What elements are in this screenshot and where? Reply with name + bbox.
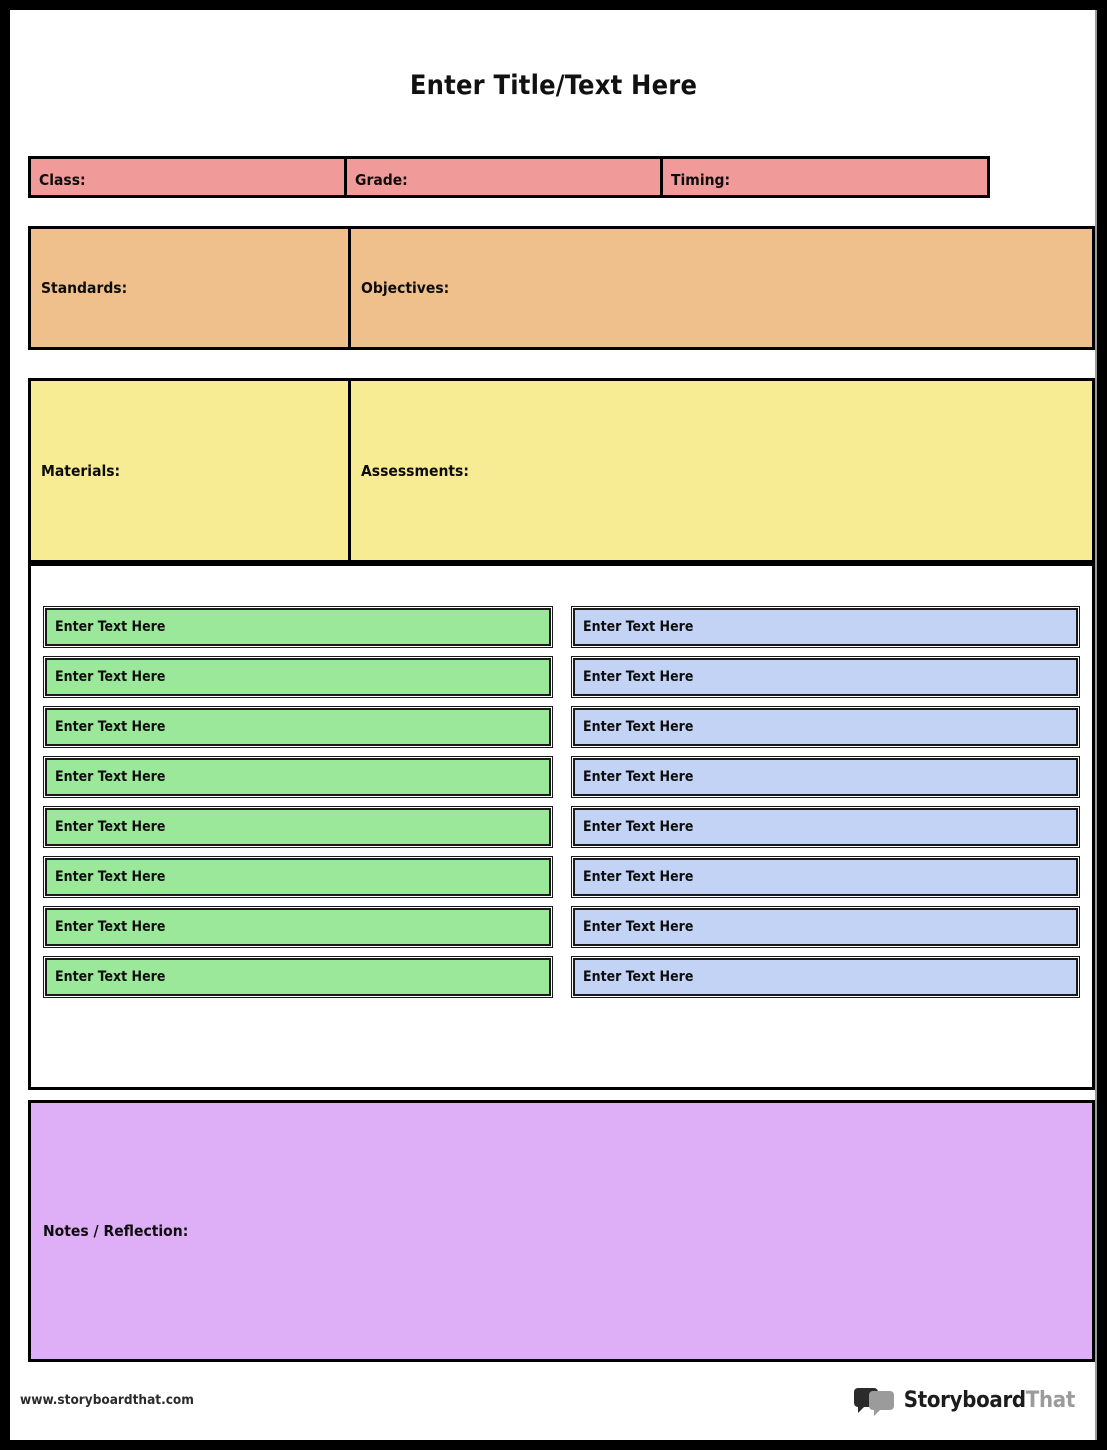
- activity-cell-right[interactable]: Enter Text Here: [571, 906, 1080, 948]
- logo-secondary-text: That: [1025, 1387, 1076, 1413]
- activity-row: Enter Text Here Enter Text Here: [43, 956, 1080, 998]
- objectives-field[interactable]: Objectives:: [351, 229, 1092, 347]
- activity-cell-left[interactable]: Enter Text Here: [43, 906, 553, 948]
- assessments-field[interactable]: Assessments:: [351, 381, 1092, 560]
- activity-cell-left[interactable]: Enter Text Here: [43, 656, 553, 698]
- activity-cell-right[interactable]: Enter Text Here: [571, 706, 1080, 748]
- header-row: Class: Grade: Timing:: [28, 156, 990, 198]
- grade-field[interactable]: Grade:: [347, 159, 663, 195]
- assessments-label: Assessments:: [361, 461, 469, 480]
- materials-label: Materials:: [41, 461, 121, 480]
- logo-primary-text: Storyboard: [903, 1387, 1026, 1413]
- activity-cell-text: Enter Text Here: [55, 819, 166, 835]
- activity-cell-left[interactable]: Enter Text Here: [43, 956, 553, 998]
- notes-reflection-label: Notes / Reflection:: [43, 1222, 189, 1240]
- activity-cell-text: Enter Text Here: [55, 669, 166, 685]
- class-field[interactable]: Class:: [31, 159, 347, 195]
- activity-cell-right[interactable]: Enter Text Here: [571, 606, 1080, 648]
- logo-wordmark: StoryboardThat: [903, 1387, 1076, 1413]
- activity-cell-text: Enter Text Here: [55, 769, 166, 785]
- timing-label: Timing:: [671, 171, 731, 189]
- activity-cell-right[interactable]: Enter Text Here: [571, 956, 1080, 998]
- standards-objectives-band: Standards: Objectives:: [28, 226, 1095, 350]
- activity-cell-left[interactable]: Enter Text Here: [43, 856, 553, 898]
- activity-row: Enter Text Here Enter Text Here: [43, 856, 1080, 898]
- activity-cell-right[interactable]: Enter Text Here: [571, 856, 1080, 898]
- activity-cell-text: Enter Text Here: [55, 619, 166, 635]
- activity-cell-left[interactable]: Enter Text Here: [43, 756, 553, 798]
- page-title: Enter Title/Text Here: [409, 70, 698, 101]
- activity-cell-text: Enter Text Here: [583, 869, 694, 885]
- activity-cell-text: Enter Text Here: [583, 669, 694, 685]
- activity-cell-text: Enter Text Here: [583, 969, 694, 985]
- activity-cell-text: Enter Text Here: [55, 719, 166, 735]
- activity-cell-left[interactable]: Enter Text Here: [43, 606, 553, 648]
- objectives-label: Objectives:: [361, 279, 450, 297]
- grade-label: Grade:: [355, 171, 408, 189]
- activity-cell-right[interactable]: Enter Text Here: [571, 756, 1080, 798]
- activity-row: Enter Text Here Enter Text Here: [43, 606, 1080, 648]
- materials-field[interactable]: Materials:: [31, 381, 351, 560]
- activity-cell-left[interactable]: Enter Text Here: [43, 806, 553, 848]
- activity-cell-text: Enter Text Here: [583, 819, 694, 835]
- activity-row: Enter Text Here Enter Text Here: [43, 656, 1080, 698]
- activity-row: Enter Text Here Enter Text Here: [43, 756, 1080, 798]
- notes-reflection-field[interactable]: Notes / Reflection:: [28, 1100, 1095, 1362]
- activity-cell-text: Enter Text Here: [583, 719, 694, 735]
- activity-cell-right[interactable]: Enter Text Here: [571, 656, 1080, 698]
- materials-assessments-band: Materials: Assessments:: [28, 378, 1095, 563]
- activity-cell-right[interactable]: Enter Text Here: [571, 806, 1080, 848]
- activity-cell-text: Enter Text Here: [55, 919, 166, 935]
- website-url: www.storyboardthat.com: [20, 1392, 194, 1408]
- activity-grid: Enter Text Here Enter Text Here Enter Te…: [28, 563, 1095, 1090]
- activity-cell-text: Enter Text Here: [583, 919, 694, 935]
- standards-field[interactable]: Standards:: [31, 229, 351, 347]
- activity-cell-text: Enter Text Here: [583, 619, 694, 635]
- page-frame: Enter Title/Text Here Class: Grade: Timi…: [10, 10, 1097, 1440]
- timing-field[interactable]: Timing:: [663, 159, 987, 195]
- activity-cell-text: Enter Text Here: [583, 769, 694, 785]
- standards-label: Standards:: [41, 279, 128, 297]
- activity-cell-text: Enter Text Here: [55, 969, 166, 985]
- activity-row: Enter Text Here Enter Text Here: [43, 806, 1080, 848]
- activity-row: Enter Text Here Enter Text Here: [43, 906, 1080, 948]
- class-label: Class:: [39, 171, 86, 189]
- activity-cell-left[interactable]: Enter Text Here: [43, 706, 553, 748]
- activity-row: Enter Text Here Enter Text Here: [43, 706, 1080, 748]
- activity-cell-text: Enter Text Here: [55, 869, 166, 885]
- storyboardthat-logo: StoryboardThat: [853, 1387, 1076, 1416]
- footer: www.storyboardthat.com StoryboardThat: [10, 1380, 1097, 1420]
- speech-bubbles-icon: [853, 1387, 896, 1416]
